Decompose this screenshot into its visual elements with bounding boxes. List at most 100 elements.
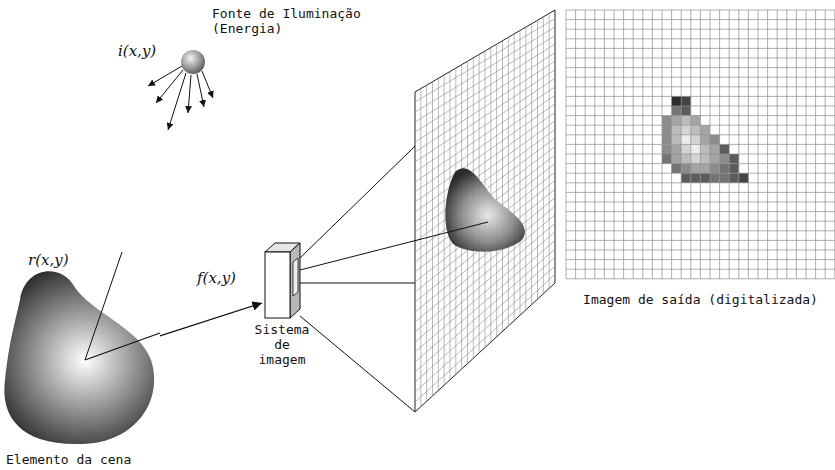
node-label: Elemento da cena	[6, 452, 206, 467]
node-label: Imagem de saída (digitalizada)	[566, 292, 835, 307]
pixel	[681, 164, 691, 174]
output-pixel-grid	[566, 10, 835, 279]
pixel	[672, 106, 682, 116]
grid-line	[415, 95, 555, 192]
pixel	[681, 106, 691, 116]
image-plane	[415, 10, 555, 412]
pixel	[681, 135, 691, 145]
reflectance-symbol: r(x,y)	[28, 251, 69, 269]
pixel	[691, 154, 701, 164]
light-rays	[148, 66, 213, 130]
pixel	[672, 116, 682, 126]
output-image-ground	[566, 10, 835, 279]
pixel	[662, 135, 672, 145]
pixel	[691, 116, 701, 126]
pixel	[681, 154, 691, 164]
grid-line	[415, 19, 555, 102]
grid-line	[415, 257, 555, 382]
imaging-system: Sistema de imagem	[262, 242, 302, 320]
pixel	[710, 173, 720, 183]
grid-line	[415, 36, 555, 122]
surface-normal	[85, 252, 122, 360]
projected-image	[445, 168, 525, 251]
light-ray	[202, 71, 213, 98]
pixel	[662, 154, 672, 164]
grid-line	[415, 70, 555, 162]
pixel	[729, 173, 739, 183]
grid-line	[719, 10, 720, 279]
pixel	[681, 144, 691, 154]
grid-line	[566, 202, 835, 203]
grid-line	[415, 266, 555, 392]
grid-line	[566, 192, 835, 193]
grid-line	[566, 144, 835, 145]
pixel	[662, 144, 672, 154]
reflected-light-arrow	[160, 303, 262, 336]
pixel	[681, 125, 691, 135]
pixel	[672, 164, 682, 174]
grid-line	[566, 250, 835, 251]
grid-line	[566, 173, 835, 174]
grid-line	[566, 182, 835, 183]
scene-object	[4, 271, 154, 444]
pixel	[720, 173, 730, 183]
pixel	[700, 135, 710, 145]
grid-line	[415, 249, 555, 372]
node-label: Fonte de Iluminação (Energia)	[212, 6, 370, 36]
grid-line	[566, 163, 835, 164]
light-ray	[148, 66, 182, 86]
pixel	[691, 164, 701, 174]
camera-sensor	[293, 258, 298, 296]
pixel-blob	[662, 96, 748, 182]
grid-line	[566, 278, 835, 279]
grid-line	[415, 87, 555, 182]
camera-front	[265, 252, 290, 318]
pixel	[672, 144, 682, 154]
grid-line	[415, 78, 555, 172]
grid-line	[767, 10, 768, 279]
grid-line	[415, 164, 555, 272]
pixel	[681, 173, 691, 183]
pixel	[691, 125, 701, 135]
grid-line	[415, 53, 555, 142]
grid-line	[758, 10, 759, 279]
light-source: Fonte de Iluminação (Energia)	[180, 49, 206, 75]
node-label: Sistema de imagem	[250, 322, 314, 367]
pixel	[720, 154, 730, 164]
grid-line	[729, 10, 730, 279]
pixel	[710, 144, 720, 154]
light-source-sphere	[181, 50, 205, 74]
pixel	[720, 164, 730, 174]
pixel	[691, 135, 701, 145]
grid-line	[415, 27, 555, 112]
grid-line	[415, 61, 555, 152]
pixel	[710, 135, 720, 145]
light-ray	[188, 75, 191, 113]
pixel	[691, 173, 701, 183]
pixel	[700, 173, 710, 183]
grid-line	[566, 240, 835, 241]
pixel	[739, 173, 749, 183]
grid-line	[806, 10, 807, 279]
light-ray	[168, 73, 186, 130]
pixel	[720, 144, 730, 154]
grid-line	[566, 211, 835, 212]
grid-line	[710, 10, 711, 279]
camera-side	[290, 243, 300, 318]
grid-line	[796, 10, 797, 279]
pixel	[729, 154, 739, 164]
grid-line	[566, 154, 835, 155]
output-image: Imagem de saída (digitalizada)	[566, 10, 835, 279]
pixel	[672, 125, 682, 135]
grid-line	[566, 230, 835, 231]
scene-element: Elemento da cena	[0, 270, 160, 450]
grid-line	[815, 10, 816, 279]
grid-line	[825, 10, 826, 279]
reflected-ray	[85, 333, 160, 360]
projection-line	[300, 222, 488, 270]
pixel	[700, 125, 710, 135]
grid-line	[566, 259, 835, 260]
pixel	[672, 96, 682, 106]
